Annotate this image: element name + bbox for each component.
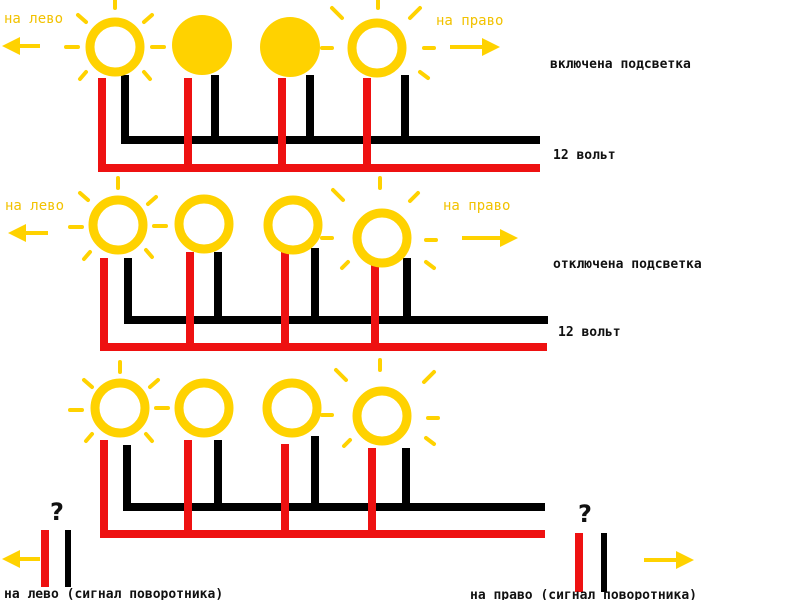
left-question-mark: ? [50,498,64,526]
row-3-lamp-2-off [174,378,234,438]
left-signal-arrow [2,550,40,568]
row-1-right-arrow [450,38,500,56]
row-1: на лево на право включена подсветка 12 в… [2,0,691,172]
right-question-mark: ? [578,500,592,528]
row-3-plus-bus [100,440,545,538]
row-2-state-label: отключена подсветка [553,257,702,272]
row-1-lamp-4-glowing [320,0,436,80]
row-1-voltage-label: 12 вольт [553,148,616,163]
row-1-state-label: включена подсветка [550,57,691,72]
row-1-lamp-1-glowing [64,0,166,81]
row-2-lamp-2-off [174,194,234,254]
row-2-voltage-label: 12 вольт [558,325,621,340]
row-3-lamp-1-glowing [68,360,170,443]
row-2-plus-bus [100,258,547,351]
row-3 [68,358,545,538]
row-2-lamp-4-glowing [320,176,438,270]
row-1-right-label: на право [436,13,503,29]
row-1-left-label: на лево [4,11,63,27]
row-2-lamp-1-glowing [68,176,168,261]
right-turn-signal: ? на право (сигнал поворотника) [470,500,697,600]
row-1-plus-bus [98,78,540,172]
right-signal-label: на право (сигнал поворотника) [470,588,697,600]
row-3-lamp-4-glowing [320,358,440,448]
row-2-lamp-3-off [263,195,323,255]
left-signal-label: на лево (сигнал поворотника) [4,587,223,600]
row-2-left-label: на лево [5,198,64,214]
row-1-lamp-3-lit [260,17,320,77]
row-3-lamp-3-off [262,378,322,438]
row-2-right-label: на право [443,198,510,214]
row-1-left-arrow [2,37,40,55]
row-1-lamp-2-lit [172,15,232,75]
row-2: на лево на право отключена подсветка 12 … [5,176,702,351]
right-signal-arrow [644,551,694,569]
left-turn-signal: ? на лево (сигнал поворотника) [2,498,223,600]
row-2-right-arrow [462,229,518,247]
row-2-left-arrow [8,224,48,242]
